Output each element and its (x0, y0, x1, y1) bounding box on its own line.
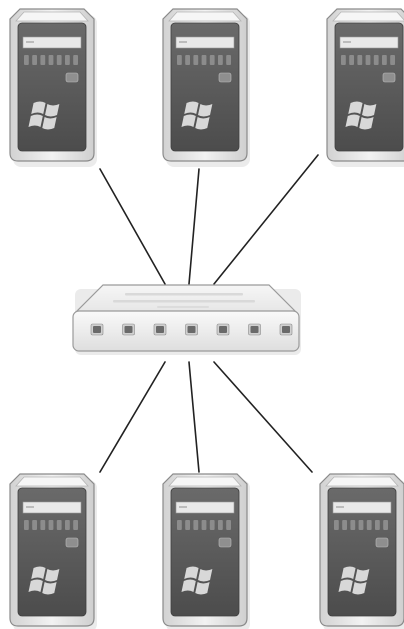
link-pc-bottom-center-switch (188, 361, 200, 473)
vent-grille (24, 520, 78, 530)
link-pc-top-left-switch (99, 168, 166, 285)
drive-bay (22, 501, 82, 514)
vent-grille (177, 55, 231, 65)
power-button-icon (218, 537, 232, 548)
vent-grille (177, 520, 231, 530)
network-switch (72, 284, 301, 355)
ethernet-port-icon (122, 323, 135, 336)
computer-tower-pc-bottom-left (9, 473, 97, 629)
link-pc-top-center-switch (188, 168, 200, 285)
drive-bay (22, 36, 82, 49)
computer-tower-pc-bottom-center (162, 473, 250, 629)
drive-bay (339, 36, 399, 49)
computer-tower-pc-top-center (162, 8, 250, 167)
power-button-icon (375, 537, 389, 548)
vent-grille (24, 55, 78, 65)
drive-bay (332, 501, 392, 514)
ethernet-port-icon (153, 323, 167, 336)
link-pc-bottom-right-switch (213, 361, 313, 473)
computer-tower-pc-bottom-right (319, 473, 404, 629)
link-pc-bottom-left-switch (99, 361, 166, 473)
power-button-icon (382, 72, 396, 83)
drive-bay (175, 501, 235, 514)
windows-logo-icon (181, 566, 213, 595)
ethernet-port-icon (90, 323, 104, 336)
ethernet-port-icon (248, 323, 261, 336)
power-button-icon (218, 72, 232, 83)
windows-logo-icon (345, 101, 377, 130)
ethernet-port-icon (185, 323, 198, 336)
power-button-icon (65, 72, 79, 83)
vent-grille (341, 55, 395, 65)
switch-top (73, 284, 299, 314)
ethernet-port-icon (216, 323, 230, 336)
windows-logo-icon (28, 101, 60, 130)
vent-grille (334, 520, 388, 530)
windows-logo-icon (338, 566, 370, 595)
windows-logo-icon (181, 101, 213, 130)
computer-tower-pc-top-right (326, 8, 404, 167)
drive-bay (175, 36, 235, 49)
computer-tower-pc-top-left (9, 8, 97, 167)
link-pc-top-right-switch (213, 154, 319, 285)
ethernet-port-icon (279, 323, 293, 336)
windows-logo-icon (28, 566, 60, 595)
power-button-icon (65, 537, 79, 548)
